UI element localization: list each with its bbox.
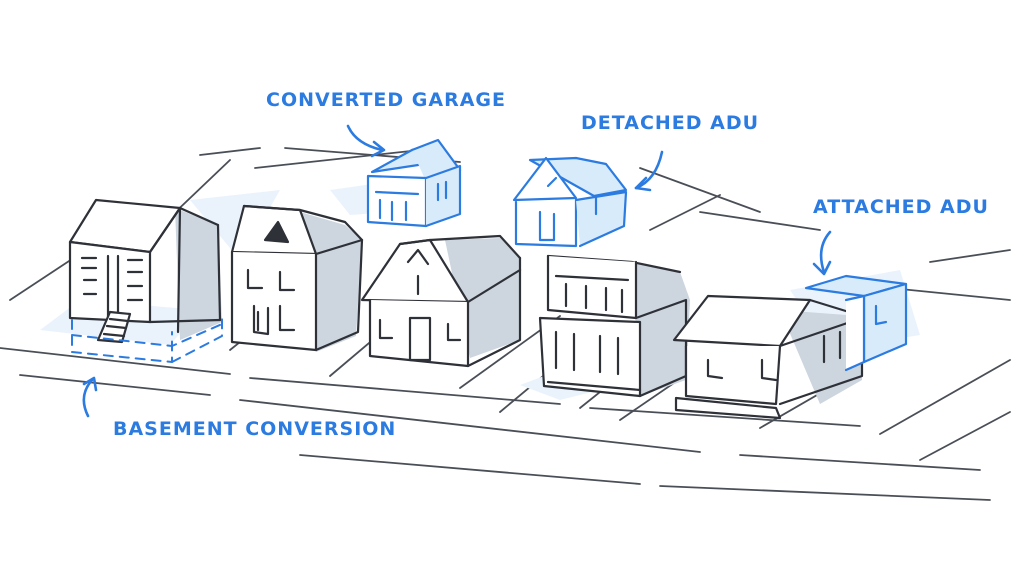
detached-adu-label: DETACHED ADU: [581, 112, 760, 134]
basement-outline: [71, 317, 223, 363]
house-two: [230, 204, 364, 352]
converted-garage-label: CONVERTED GARAGE: [266, 89, 506, 111]
house-basement: [68, 198, 222, 344]
house-four: [538, 254, 690, 398]
callout-arrows: [82, 124, 832, 418]
arrow-basement-icon: [82, 378, 94, 418]
house-three: [360, 234, 522, 368]
attached-adu-building: [804, 274, 908, 372]
converted-garage-building: [366, 138, 462, 228]
basement-conversion-label: BASEMENT CONVERSION: [113, 418, 397, 440]
attached-adu-label: ATTACHED ADU: [813, 196, 989, 218]
arrow-garage-icon: [346, 124, 384, 152]
arrow-attached-icon: [819, 230, 832, 274]
detached-adu-building: [512, 156, 628, 248]
house-five: [672, 294, 864, 420]
